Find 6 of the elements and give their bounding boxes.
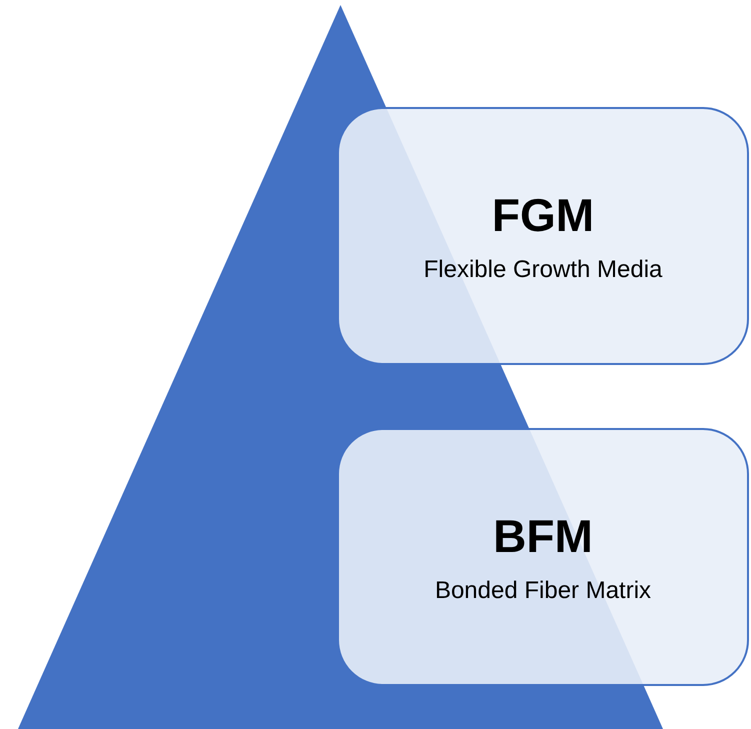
rounded-box bbox=[337, 107, 749, 365]
box-heading: BFM bbox=[493, 509, 593, 563]
box-description: Flexible Growth Media bbox=[424, 256, 662, 284]
rounded-box bbox=[337, 428, 749, 686]
box-description: Bonded Fiber Matrix bbox=[434, 577, 652, 605]
box-heading: FGM bbox=[492, 188, 594, 242]
